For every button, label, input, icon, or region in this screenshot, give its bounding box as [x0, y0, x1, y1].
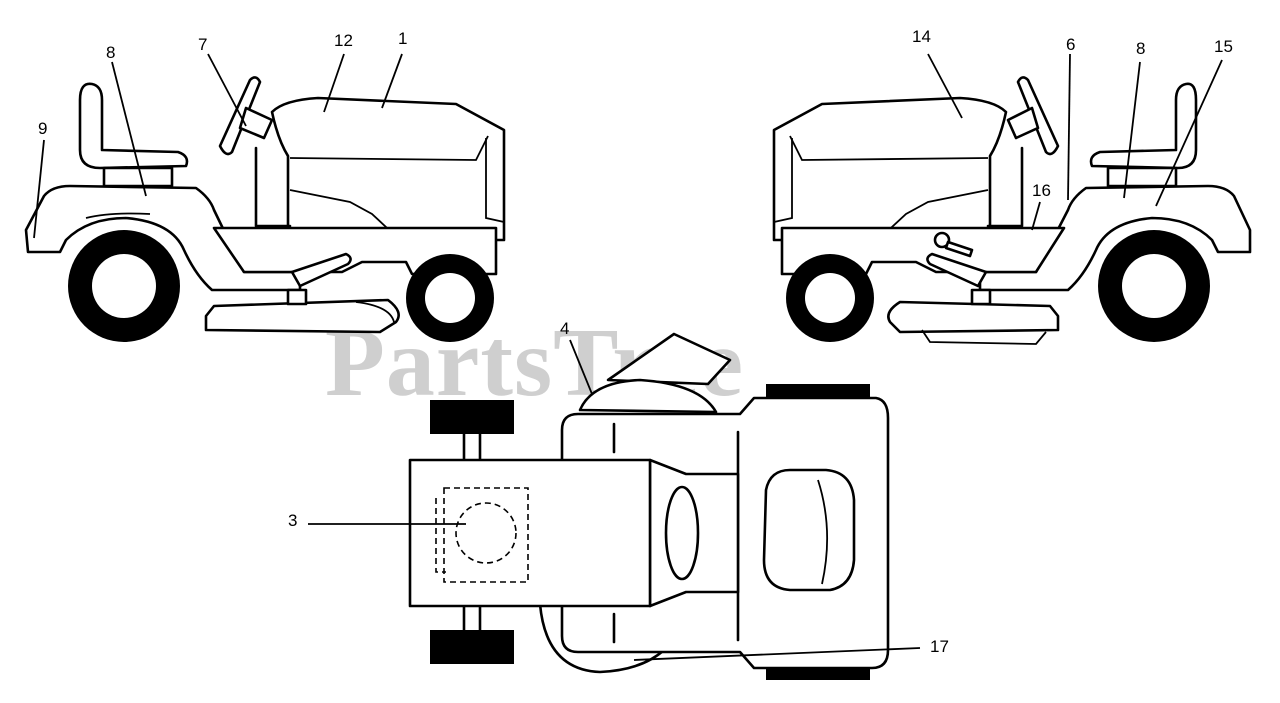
callout-9: 9 — [38, 119, 47, 138]
left-deck-chute — [355, 301, 395, 323]
top-hood — [408, 458, 652, 608]
top-front-right-tire — [430, 630, 514, 664]
leader-17 — [633, 647, 921, 661]
top-steering-wheel — [664, 485, 700, 581]
callout-labels: 1 3 4 6 7 8 8 9 12 14 15 16 17 — [38, 27, 1233, 656]
tractor-right-side-view — [772, 76, 1252, 345]
top-hood-dashed-circle — [455, 502, 517, 564]
top-front-left-tire — [430, 400, 514, 434]
right-hood — [772, 96, 1008, 242]
right-mower-deck — [887, 300, 1060, 334]
top-deck-front — [578, 378, 718, 414]
callout-1: 1 — [398, 29, 407, 48]
top-deck-rear-curve — [538, 602, 666, 674]
left-seat — [78, 82, 189, 170]
top-hood-dashed-edge — [435, 498, 446, 573]
callout-3: 3 — [288, 511, 297, 530]
leader-4 — [569, 339, 593, 395]
tractor-left-side-view — [24, 76, 506, 342]
callout-4: 4 — [560, 319, 569, 338]
leader-1 — [381, 53, 403, 109]
top-seat-curve — [817, 479, 829, 585]
right-front-rim — [805, 273, 855, 323]
right-pedal — [926, 252, 988, 288]
right-steering-wheel — [1016, 76, 1060, 156]
top-seat — [762, 468, 856, 592]
callout-14: 14 — [912, 27, 931, 46]
right-seat — [1089, 82, 1198, 170]
leader-12 — [323, 53, 345, 113]
callout-12: 12 — [334, 31, 353, 50]
left-mower-deck — [204, 298, 400, 334]
leader-lines — [33, 53, 1223, 661]
left-steering-column — [238, 106, 274, 140]
callout-6: 6 — [1066, 35, 1075, 54]
left-seat-base — [102, 166, 174, 188]
right-lift-lever — [944, 240, 974, 258]
leader-8-right — [1123, 61, 1141, 199]
right-rear-fender — [978, 184, 1252, 292]
left-fender-line — [85, 212, 151, 219]
leader-8-left — [111, 61, 147, 197]
left-dash-panel — [254, 146, 292, 228]
left-rear-rim — [92, 254, 156, 318]
top-discharge-chute — [606, 332, 732, 386]
right-steering-column — [1006, 106, 1040, 140]
leader-9 — [33, 139, 45, 239]
top-hood-dashed-plate — [443, 487, 529, 583]
left-front-rim — [425, 273, 475, 323]
callout-16: 16 — [1032, 181, 1051, 200]
leader-14 — [927, 53, 963, 119]
callout-17: 17 — [930, 637, 949, 656]
right-hood-line — [789, 135, 989, 161]
left-hood — [270, 96, 506, 242]
leader-6 — [1067, 53, 1071, 201]
right-deck-hanger — [970, 288, 992, 306]
right-rear-rim — [1122, 254, 1186, 318]
callout-8-right: 8 — [1136, 39, 1145, 58]
right-dash-panel — [986, 146, 1024, 228]
callout-15: 15 — [1214, 37, 1233, 56]
callout-8-left: 8 — [106, 43, 115, 62]
leader-16 — [1031, 201, 1041, 231]
leader-15 — [1155, 59, 1223, 207]
left-rear-fender — [24, 184, 302, 292]
left-hood-line — [289, 135, 489, 161]
left-grille-line — [485, 138, 505, 223]
right-grille-line — [773, 138, 793, 223]
left-deck-hanger — [286, 288, 308, 306]
left-pedal — [290, 252, 352, 288]
tractor-top-view — [408, 332, 890, 680]
right-deck-skirt — [921, 329, 1047, 345]
leader-7 — [207, 53, 247, 127]
callout-7: 7 — [198, 35, 207, 54]
right-key-knob — [933, 231, 951, 249]
